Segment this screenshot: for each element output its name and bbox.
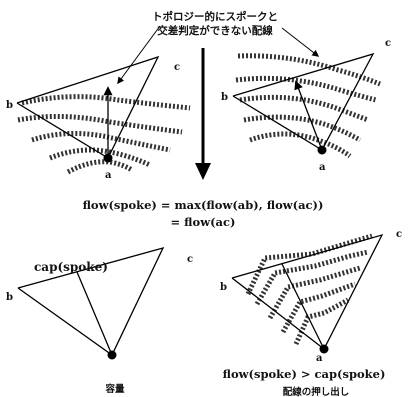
vertex-label-c: c bbox=[174, 62, 180, 73]
vertex-label-b: b bbox=[6, 292, 13, 303]
vertex-label-c: c bbox=[187, 254, 193, 265]
wire bbox=[235, 75, 377, 103]
vertex-label-b: b bbox=[6, 100, 13, 111]
wire bbox=[293, 297, 350, 346]
wire bbox=[17, 113, 183, 135]
vertex-a-dot bbox=[319, 344, 329, 354]
vertex-a-dot bbox=[107, 350, 117, 360]
wire bbox=[66, 159, 134, 175]
vertex-label-b: b bbox=[220, 282, 227, 293]
triangle bbox=[16, 55, 160, 159]
triangle bbox=[231, 233, 384, 350]
annotation-line-2: 交差判定ができない配線 bbox=[157, 24, 273, 37]
vertex-a-dot bbox=[317, 145, 327, 155]
wire bbox=[267, 265, 361, 320]
wire bbox=[280, 281, 356, 334]
wire bbox=[254, 249, 369, 306]
wire bbox=[239, 94, 369, 123]
cap-label: cap(spoke) bbox=[34, 260, 108, 274]
callout-pointer-right bbox=[281, 27, 320, 57]
wire bbox=[49, 147, 152, 168]
equation-line-1: flow(spoke) = max(flow(ab), flow(ac)) bbox=[83, 198, 324, 212]
triangle bbox=[17, 246, 165, 356]
caption-capacity: 容量 bbox=[104, 383, 125, 395]
wire bbox=[21, 94, 191, 111]
equation-line-2: = flow(ac) bbox=[171, 215, 236, 229]
panel-top-left: a b c bbox=[6, 55, 191, 181]
vertex-a-dot bbox=[103, 153, 113, 163]
flow-arrow-head bbox=[195, 163, 211, 180]
callout-pointer-left bbox=[117, 25, 161, 85]
spoke bbox=[294, 80, 323, 151]
spoke bbox=[76, 271, 113, 356]
panel-bottom-right: a b c flow(spoke) > cap(spoke) 配線の押し出し bbox=[220, 229, 402, 397]
vertex-label-a: a bbox=[319, 162, 326, 173]
annotation-line-1: トポロジー的にスポークと bbox=[152, 10, 278, 23]
vertex-label-c: c bbox=[396, 229, 402, 240]
panel-bottom-left: cap(spoke) b c 容量 bbox=[6, 246, 193, 395]
vertex-label-b: b bbox=[221, 92, 228, 103]
caption-pushout: 配線の押し出し bbox=[283, 386, 350, 397]
vertex-label-c: c bbox=[385, 38, 391, 49]
vertex-label-a: a bbox=[105, 170, 112, 181]
wire bbox=[237, 53, 381, 87]
spoke bbox=[281, 263, 325, 350]
triangle bbox=[232, 52, 375, 151]
wire bbox=[31, 131, 171, 153]
inequality-text: flow(spoke) > cap(spoke) bbox=[223, 367, 386, 381]
panel-top-right: a b c bbox=[221, 38, 391, 173]
vertex-label-a: a bbox=[316, 353, 323, 364]
